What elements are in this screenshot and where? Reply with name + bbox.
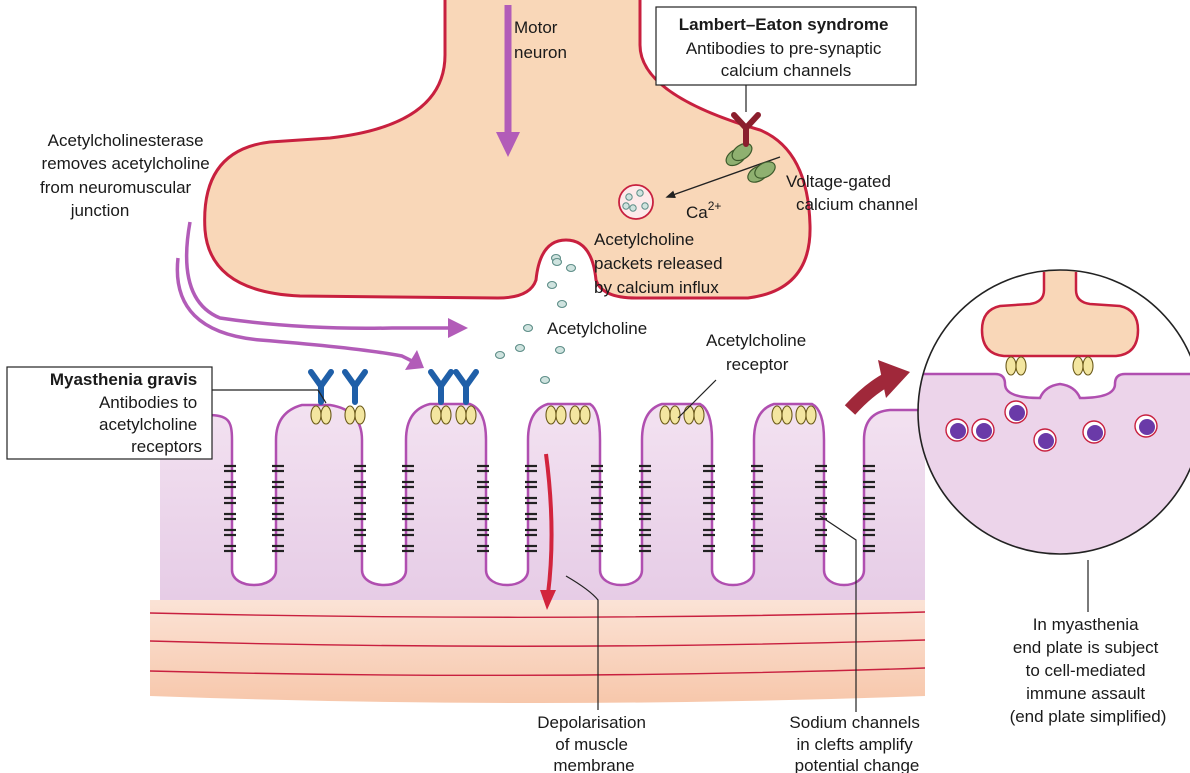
immune-cell-nucleus (950, 423, 966, 439)
acetylcholine-molecule (558, 301, 567, 308)
immune-cell-nucleus (1139, 419, 1155, 435)
vesicle-icon (619, 185, 653, 219)
receptor-icon (660, 406, 670, 424)
receptor-icon (782, 406, 792, 424)
receptor-icon (345, 406, 355, 424)
immune-cell-nucleus (1038, 433, 1054, 449)
receptor-icon (694, 406, 704, 424)
immune-cell-nucleus (976, 423, 992, 439)
receptor-icon (570, 406, 580, 424)
ach-receptor-label: Acetylcholine receptor (706, 331, 811, 374)
acetylcholine-molecule (556, 347, 565, 354)
receptor-icon (456, 406, 466, 424)
antibody-icon (456, 372, 476, 402)
antibody-icon (431, 372, 451, 402)
acetylcholine-molecule (548, 282, 557, 289)
receptor-icon (431, 406, 441, 424)
acetylcholine-molecule (541, 377, 550, 384)
end-plate-inset (910, 260, 1190, 560)
receptor-icon (321, 406, 331, 424)
receptor-icon (772, 406, 782, 424)
muscle-fibre (150, 600, 925, 703)
receptor-icon (806, 406, 816, 424)
immune-cell-nucleus (1087, 425, 1103, 441)
receptor-icon (670, 406, 680, 424)
receptor-icon (355, 406, 365, 424)
antibody-icon (311, 372, 331, 402)
receptor-icon (684, 406, 694, 424)
acetylcholine-receptors (311, 406, 816, 424)
depolarisation-label: Depolarisation of muscle membrane (537, 713, 650, 773)
receptor-icon (311, 406, 321, 424)
myasthenia-inset-label: In myasthenia end plate is subject to ce… (1010, 615, 1167, 726)
receptor-icon (546, 406, 556, 424)
sodium-channels-label: Sodium channels in clefts amplify potent… (789, 713, 924, 773)
acetylcholine-label: Acetylcholine (547, 319, 647, 338)
acetylcholine-molecule (516, 345, 525, 352)
receptor-icon (556, 406, 566, 424)
inset-arrow (850, 360, 910, 410)
receptor-icon (441, 406, 451, 424)
receptor-icon (466, 406, 476, 424)
acetylcholine-molecule (567, 265, 576, 272)
receptor-icon (580, 406, 590, 424)
antibody-icon (345, 372, 365, 402)
acetylcholine-molecule (553, 259, 562, 266)
receptor-icon (796, 406, 806, 424)
immune-cell-nucleus (1009, 405, 1025, 421)
acetylcholine-molecule (524, 325, 533, 332)
acetylcholinesterase-label: Acetylcholinesterase removes acetylcholi… (40, 131, 214, 220)
myasthenia-antibodies (311, 372, 476, 402)
acetylcholine-molecule (496, 352, 505, 359)
